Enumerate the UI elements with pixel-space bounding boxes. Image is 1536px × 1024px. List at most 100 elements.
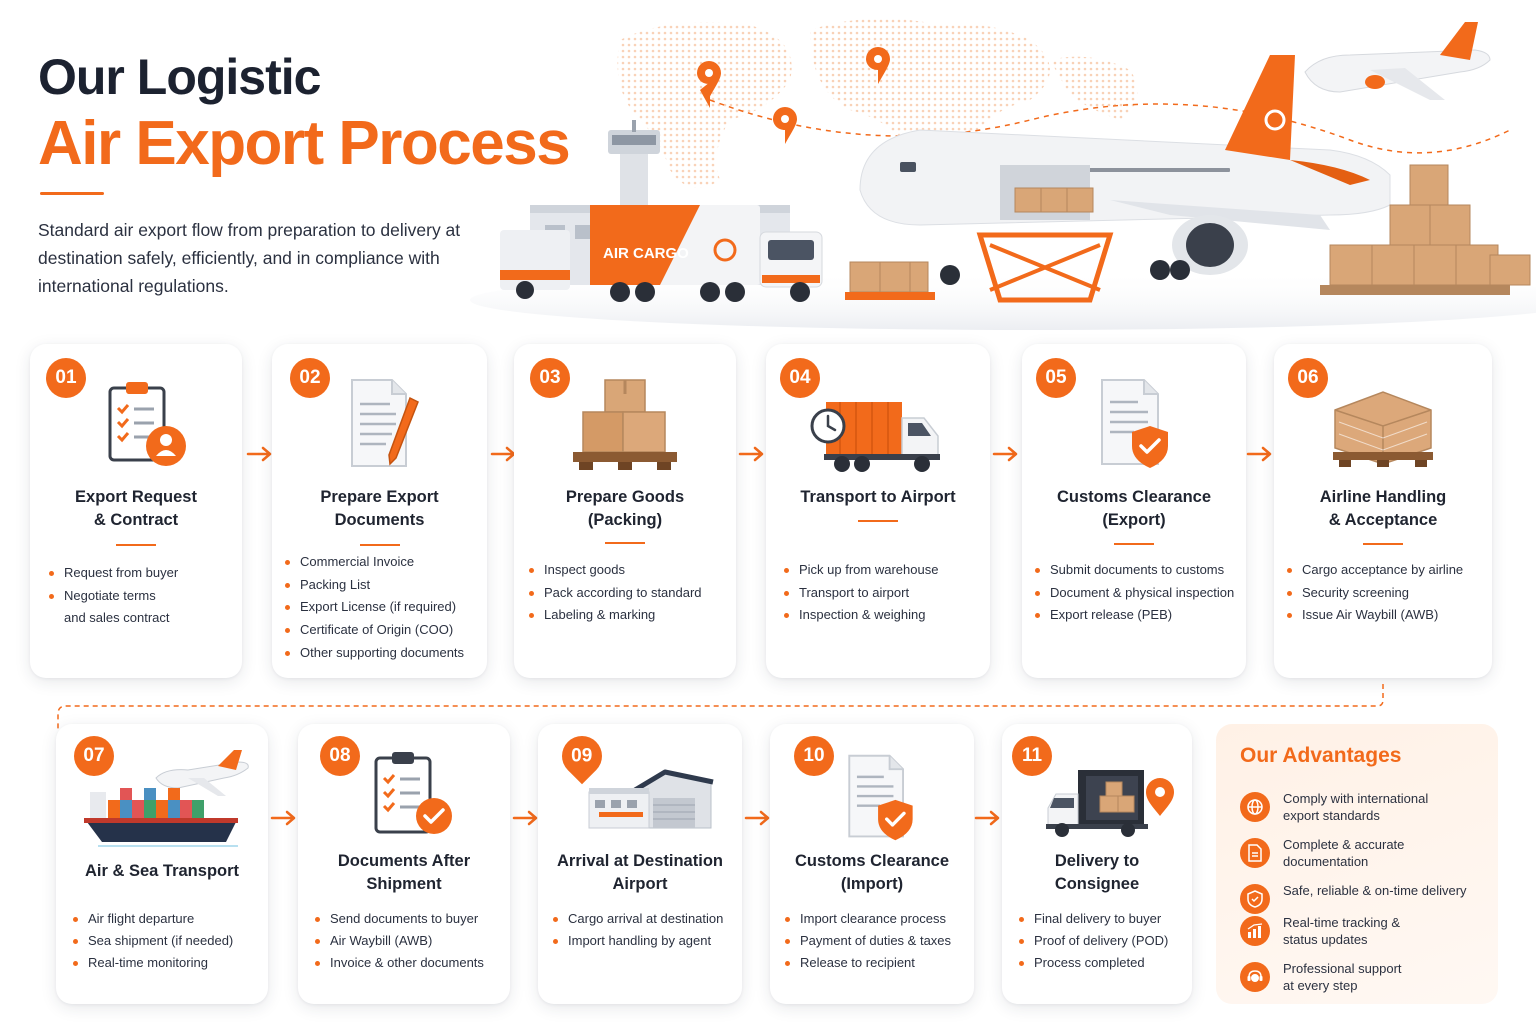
list-item: Document & physical inspection [1034,582,1244,605]
title-divider [1114,543,1154,545]
arrow-right-icon [512,810,538,826]
step-card-11: 11 Delivery to Consignee Final delivery … [1002,724,1192,1004]
arrow-right-icon [992,446,1018,462]
list-item: Inspection & weighing [783,604,988,627]
list-item: Send documents to buyer [314,908,508,930]
list-item: Commercial Invoice [284,551,484,574]
list-item: Export release (PEB) [1034,604,1244,627]
step-title: Export Request & Contract [75,488,197,529]
step-title: Transport to Airport [800,488,956,506]
step-card-08: 08 Documents After Shipment Send documen… [298,724,510,1004]
step-number-badge: 07 [74,736,114,776]
step-title: Air & Sea Transport [84,862,240,880]
step-list: Send documents to buyer Air Waybill (AWB… [314,908,508,974]
list-item: Negotiate terms and sales contract [48,585,228,630]
title-underline [40,192,104,195]
title-divider [116,544,156,546]
list-item: Import handling by agent [552,930,740,952]
step-number-badge: 10 [794,736,834,776]
map-pin-icon [773,107,797,144]
step-number-badge: 03 [530,358,570,398]
list-item: Real-time monitoring [72,952,266,974]
advantage-item: Complete & accurate documentation [1240,836,1490,876]
document-shield-icon [1101,379,1168,468]
advantage-item: Real-time tracking & status updates [1240,914,1490,954]
step-title: Delivery to Consignee [1054,852,1140,893]
air-cargo-truck: AIR CARGO [500,205,823,302]
step-card-06: 06 Airline Handling & Acceptance Cargo a… [1274,344,1492,678]
list-item: Labeling & marking [528,604,733,627]
advantage-text: Real-time tracking & status updates [1283,915,1401,947]
truck-label: AIR CARGO [603,245,689,262]
arrow-right-icon [744,810,770,826]
step-list: Inspect goods Pack according to standard… [528,559,733,627]
step-title: Prepare Goods (Packing) [565,488,685,529]
arrow-right-icon [738,446,764,462]
step-title: Customs Clearance (Import) [794,852,950,893]
stacked-boxes [1329,164,1531,286]
support-icon [1240,962,1270,992]
step-card-01: 01 Export Request & Contract Request fro… [30,344,242,678]
list-item: Inspect goods [528,559,733,582]
step-list: Commercial Invoice Packing List Export L… [284,551,484,665]
warehouse-icon [588,769,714,829]
plane-ship-icon [84,750,249,847]
small-airplane [1304,22,1491,100]
step-list: Request from buyer Negotiate terms and s… [48,562,228,630]
advantages-title: Our Advantages [1240,744,1402,767]
step-title: Customs Clearance (Export) [1056,488,1212,529]
advantage-text: Complete & accurate documentation [1283,837,1405,869]
cargo-pallet [849,261,929,293]
advantages-panel: Our Advantages Comply with international… [1216,724,1498,1004]
title-divider [858,520,898,522]
list-item: Other supporting documents [284,642,484,665]
map-pin-icon [697,61,721,98]
chart-icon [1240,916,1270,946]
document-shield-icon [848,754,913,841]
step-number-badge: 11 [1012,736,1052,776]
list-item: Air flight departure [72,908,266,930]
cargo-airplane [859,55,1391,303]
title-divider [605,542,645,544]
shield-icon [1240,884,1270,914]
page-subtitle: Standard air export flow from preparatio… [38,220,461,296]
advantage-item: Professional support at every step [1240,960,1490,1000]
list-item: Issue Air Waybill (AWB) [1286,604,1491,627]
clipboard-user-icon [108,382,186,466]
title-divider [1363,543,1403,545]
step-number-badge: 01 [46,358,86,398]
list-item: Request from buyer [48,562,228,585]
arrow-right-icon [974,810,1000,826]
step-list: Cargo acceptance by airline Security scr… [1286,559,1491,627]
step-card-10: 10 Customs Clearance (Import) Import cle… [770,724,974,1004]
advantage-text: Safe, reliable & on-time delivery [1283,883,1467,898]
step-card-07: 07 Air & Sea Transport Air flight depart… [56,724,268,1004]
advantage-item: Comply with international export standar… [1240,790,1490,830]
step-list: Pick up from warehouse Transport to airp… [783,559,988,627]
arrow-right-icon [246,446,272,462]
list-item: Invoice & other documents [314,952,508,974]
document-icon [1240,838,1270,868]
advantage-text: Professional support at every step [1283,961,1402,993]
step-card-02: 02 Prepare Export Documents Commercial I… [272,344,487,678]
arrow-right-icon [270,810,296,826]
step-number-badge: 08 [320,736,360,776]
step-card-04: 04 Transport to Airport Pick up from war… [766,344,990,678]
step-title: Airline Handling & Acceptance [1319,488,1447,529]
globe-icon [1240,792,1270,822]
list-item: Packing List [284,574,484,597]
truck-clock-icon [810,402,940,472]
hero-illustration: AIR CARGO [470,18,1536,330]
boxes-pallet-icon [573,379,677,470]
wrapped-pallet-icon [1333,391,1433,467]
clipboard-check-icon [374,752,452,834]
list-item: Proof of delivery (POD) [1018,930,1190,952]
list-item: Security screening [1286,582,1491,605]
delivery-truck-pin-icon [1046,770,1174,837]
step-list: Final delivery to buyer Proof of deliver… [1018,908,1190,974]
step-card-05: 05 Customs Clearance (Export) Submit doc… [1022,344,1246,678]
list-item: Submit documents to customs [1034,559,1244,582]
list-item: Export License (if required) [284,596,484,619]
list-item: Final delivery to buyer [1018,908,1190,930]
step-number-badge: 02 [290,358,330,398]
